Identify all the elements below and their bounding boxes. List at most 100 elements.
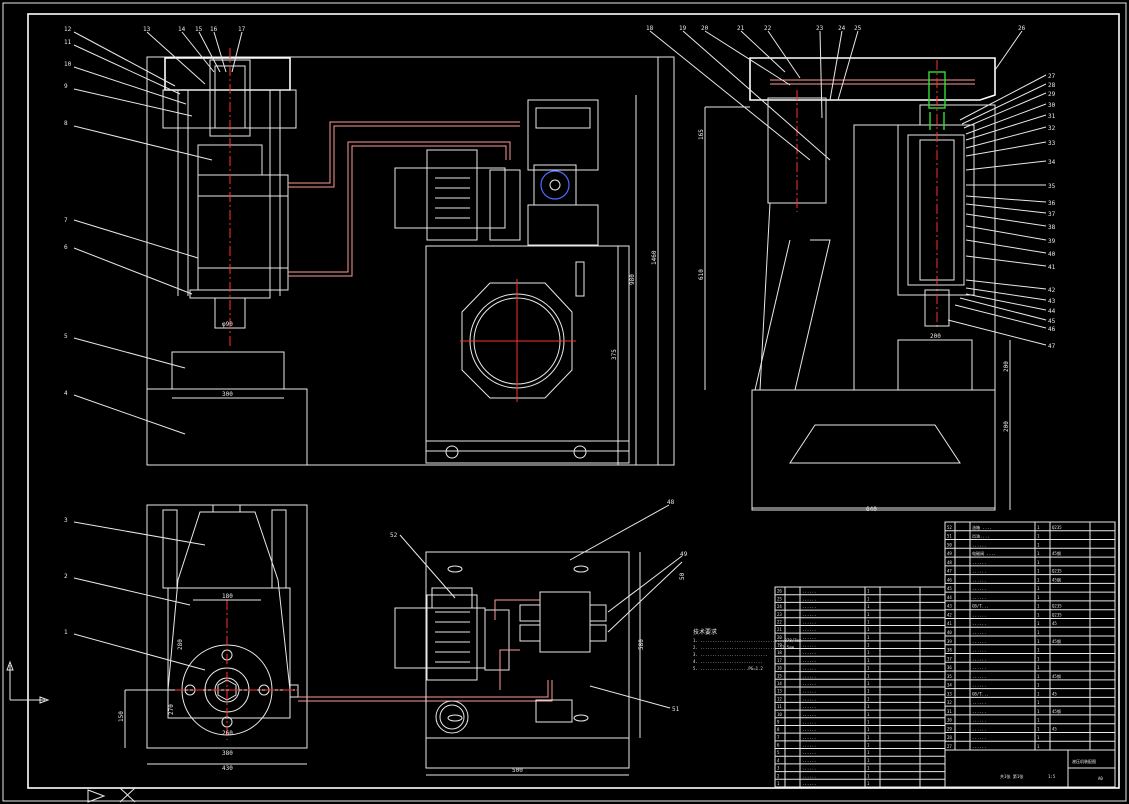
bom-row: 36......1 — [947, 665, 1040, 670]
bom-cell: 33 — [947, 691, 952, 696]
bom-cell: ...... — [802, 689, 816, 694]
bom-row: 13......1 — [777, 689, 870, 694]
bom-cell: ...... — [802, 658, 816, 663]
bom-cell: ...... — [972, 542, 986, 547]
bom-cell: 1 — [1037, 691, 1040, 696]
bom-cell: GB/T... — [972, 691, 989, 696]
bom-cell: 1 — [867, 773, 870, 778]
bom-row: 44......1 — [947, 595, 1040, 600]
bom-cell: 19 — [777, 643, 782, 648]
bom-cell: 52 — [947, 525, 952, 530]
bom-row: 37......1 — [947, 656, 1040, 661]
bom-cell: 1 — [1037, 551, 1040, 556]
bom-row: 21......1 — [777, 627, 870, 632]
bom-cell: 51 — [947, 534, 952, 539]
bom-cell: Q235 — [1052, 612, 1062, 617]
bom-cell: 1 — [1037, 656, 1040, 661]
bom-row: 45......1 — [947, 586, 1040, 591]
dim-front-cylinder: φ90 — [222, 321, 233, 328]
dim-side-r2: 200 — [1003, 421, 1010, 432]
bom-cell: 9 — [777, 719, 780, 724]
bom-cell: ...... — [972, 648, 986, 653]
bom-cell: 20 — [777, 635, 782, 640]
bom-cell: 1 — [1037, 577, 1040, 582]
bom-cell: 1 — [1037, 648, 1040, 653]
tank-foot — [425, 440, 630, 464]
bom-cell: 1 — [867, 758, 870, 763]
highlighted-piston-top — [928, 71, 946, 109]
valve-top — [539, 591, 591, 653]
bom-cell: ...... — [802, 612, 816, 617]
bom-row: 20......1 — [777, 635, 870, 640]
bom-cell: ...... — [802, 719, 816, 724]
bom-cell: 2 — [777, 773, 780, 778]
front-balloons: 12 11 10 9 8 7 6 5 4 13 14 15 16 17 — [64, 26, 246, 435]
bom-cell: 45钢 — [1052, 638, 1061, 644]
bom-cell: 1 — [1037, 700, 1040, 705]
bom-cell: ...... — [972, 665, 986, 670]
balloon-27: 27 — [1048, 73, 1056, 80]
bom-cell: 47 — [947, 569, 952, 574]
bom-cell: 1 — [867, 712, 870, 717]
note-line-4: 4. .......................... — [693, 659, 763, 664]
pipe-bottom — [298, 680, 549, 698]
inner-frame — [27, 13, 1120, 789]
bom-row: 4......1 — [777, 758, 870, 763]
bom-row: 22......1 — [777, 619, 870, 624]
bom-cell: 45钢 — [1052, 550, 1061, 556]
bom-cell: 38 — [947, 648, 952, 653]
bom-row: 23......1 — [777, 612, 870, 617]
bom-cell: ...... — [972, 560, 986, 565]
balloon-14: 14 — [178, 26, 186, 33]
notes-heading: 技术要求 — [693, 628, 717, 636]
note-line-3: 3. ............................ — [693, 652, 768, 657]
base-plinth — [171, 351, 285, 390]
bom-cell: 1 — [1037, 665, 1040, 670]
bom-row: 34......1 — [947, 683, 1040, 688]
oil-gauge — [575, 261, 585, 297]
bom-cell: ...... — [972, 656, 986, 661]
balloon-26: 26 — [1018, 25, 1026, 32]
filler-cap — [435, 700, 469, 734]
bom-cell: 1 — [867, 666, 870, 671]
balloon-29: 29 — [1048, 91, 1056, 98]
balloon-13: 13 — [143, 26, 151, 33]
top-crosshead — [164, 57, 291, 91]
bom-cell: 13 — [777, 689, 782, 694]
bom-cell: 1 — [867, 696, 870, 701]
bom-cell: ...... — [972, 621, 986, 626]
balloon-47: 47 — [1048, 343, 1056, 350]
balloon-50: 50 — [679, 572, 686, 580]
dim-bm-width: 500 — [512, 767, 523, 774]
title-drawing-name: 液压机装配图 — [1072, 758, 1096, 764]
bom-cell: 出油.... — [972, 533, 990, 539]
bom-cell: 22 — [777, 619, 782, 624]
bom-row: 28......1 — [947, 735, 1040, 740]
bom-cell: 1 — [1037, 612, 1040, 617]
bom-cell: ...... — [802, 627, 816, 632]
bom-cell: 1 — [867, 704, 870, 709]
dim-bm-height: 580 — [638, 639, 645, 650]
dim-bl-width: 380 — [222, 750, 233, 757]
bom-row: 40......1 — [947, 630, 1040, 635]
bom-cell: 45 — [1052, 621, 1057, 626]
pump-coupling — [489, 169, 521, 241]
bom-cell: 7 — [777, 735, 780, 740]
dim-front-height-c: 375 — [611, 349, 618, 360]
tank-top-plate — [425, 551, 630, 739]
bom-cell: 16 — [777, 666, 782, 671]
bom-cell: ...... — [972, 612, 986, 617]
front-view: 300 φ90 1460 980 375 — [146, 48, 675, 466]
bom-cell: ...... — [972, 577, 986, 582]
front-view-envelope — [146, 56, 675, 466]
pipe-lower — [288, 141, 511, 273]
bom-cell: ...... — [972, 674, 986, 679]
bom-cell: ...... — [802, 704, 816, 709]
bom-cell: 1 — [867, 643, 870, 648]
bom-cell: 21 — [777, 627, 782, 632]
